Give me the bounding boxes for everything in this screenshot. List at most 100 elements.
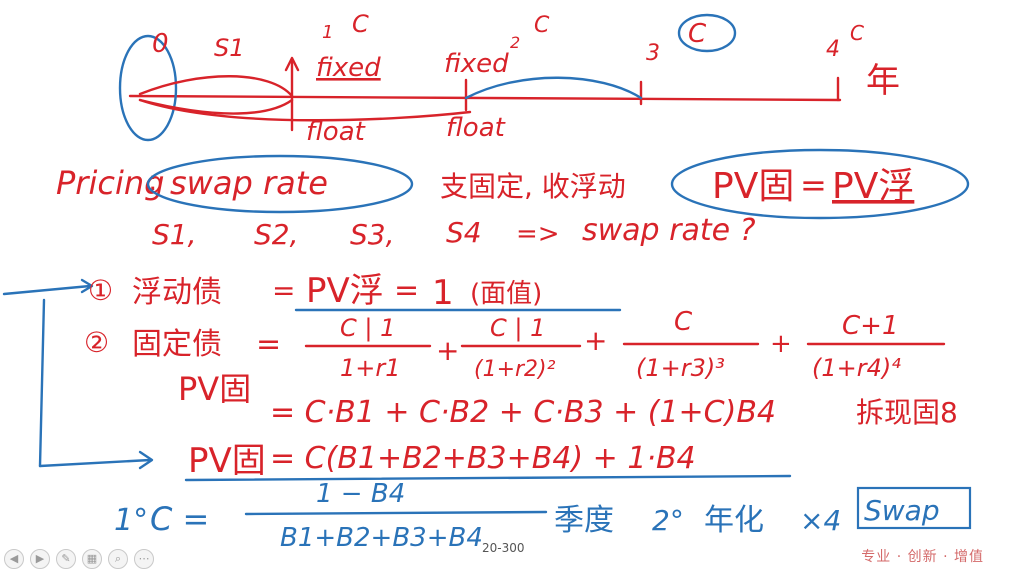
c1-label: C — [352, 10, 369, 38]
timeline: 0 S1 1 C fixed fixed 2 C 3 C 4 C 年 float… — [118, 10, 900, 147]
fixed2-label: fixed — [444, 49, 509, 79]
line4: PV固 = C(B1+B2+B3+B4) + 1·B4 — [184, 441, 792, 482]
pv-float-label: PV浮 — [832, 166, 914, 207]
t3-den: (1+r3)³ — [636, 354, 725, 382]
result-swap: Swap — [864, 494, 940, 527]
pricing-line: Pricing : swap rate 支固定, 收浮动 PV固 = PV浮 — [56, 148, 970, 220]
t1-num: C | 1 — [340, 314, 395, 342]
line2-label: 固定债 — [132, 327, 222, 362]
swap-box — [856, 486, 972, 530]
num4-label: 4 — [826, 37, 840, 62]
line3: = C·B1 + C·B2 + C·B3 + (1+C)B4 拆现固8 — [270, 395, 958, 430]
s1-item: S1, — [152, 218, 197, 251]
line4-pv: PV固 — [188, 441, 266, 481]
arc-2-3 — [464, 76, 643, 100]
result-bar — [244, 510, 548, 516]
fixed1-label: fixed — [316, 53, 381, 83]
line2-num: ② — [84, 326, 109, 359]
bracket-arrow-top — [2, 284, 92, 296]
s4-item: S4 — [446, 216, 482, 249]
circle-c3 — [677, 13, 737, 53]
result-numer: 1 − B4 — [316, 479, 405, 509]
result-line: 1° C = 1 − B4 B1+B2+B3+B4 季度 2° 年化 ×4 Sw… — [114, 479, 972, 553]
line1-pv: PV浮 — [306, 271, 384, 311]
pv-fixed-label: PV固 — [712, 166, 794, 207]
line1-eq: = — [272, 274, 295, 307]
line2-eq: = — [256, 327, 281, 362]
s1-arc-lower — [138, 98, 294, 115]
year-label: 年 — [866, 61, 900, 101]
line4-underline — [184, 474, 792, 482]
line1-num: ① — [88, 274, 113, 307]
c3-label: C — [688, 19, 707, 49]
t3-num: C — [674, 307, 693, 337]
line1-label: 浮动债 — [132, 275, 222, 310]
s2-item: S2, — [254, 218, 299, 251]
plus-2: + — [584, 324, 607, 357]
line2: ② 固定债 PV固 = C | 1 1+r1 + C | 1 (1+r2)² +… — [84, 307, 946, 408]
line1-note: (面值) — [470, 279, 542, 309]
t4-num: C+1 — [842, 311, 898, 341]
zoom-button[interactable]: ⌕ — [108, 549, 128, 569]
bracket-arrowhead-bottom — [138, 450, 154, 470]
t2-den: (1+r2)² — [474, 357, 556, 382]
result-denom: B1+B2+B3+B4 — [280, 523, 483, 553]
bracket-arrowhead-top — [80, 278, 94, 294]
line1-one: 1 — [432, 273, 454, 313]
question-text: swap rate ? — [582, 213, 756, 248]
bracket-arrow-bottom — [38, 458, 152, 468]
plus-3: + — [770, 329, 792, 359]
bracket-vertical — [38, 298, 46, 468]
t1-den: 1+r1 — [340, 354, 401, 382]
line3-text: = C·B1 + C·B2 + C·B3 + (1+C)B4 — [270, 395, 776, 430]
question-line: S1, S2, S3, S4 => swap rate ? — [152, 213, 756, 251]
float1-label: float — [306, 117, 366, 147]
float2-label: float — [446, 113, 506, 143]
c4-label: C — [850, 21, 864, 45]
swap-rate-ellipse — [146, 154, 414, 214]
c2-label: C — [534, 13, 550, 38]
swap-rate-label: swap rate — [170, 164, 328, 202]
presentation-toolbar: ◀ ▶ ✎ ▦ ⌕ ⋯ — [4, 548, 154, 570]
more-options-button[interactable]: ⋯ — [134, 549, 154, 569]
circle-point0 — [118, 34, 178, 142]
timeline-axis — [128, 94, 842, 102]
line3-note: 拆现固8 — [856, 396, 958, 429]
result-x4: ×4 — [800, 504, 841, 537]
plus-1: + — [436, 334, 459, 367]
pv-equals: = — [800, 166, 827, 204]
pv-equation-ellipse — [670, 148, 970, 220]
arrow-up-1 — [284, 56, 300, 72]
brand-slogan: 专业 · 创新 · 增值 — [861, 549, 984, 565]
prev-slide-button[interactable]: ◀ — [4, 549, 24, 569]
s1-arc — [138, 75, 294, 98]
line1-eq2: = — [394, 273, 419, 308]
float-arc — [138, 98, 472, 122]
bracket — [2, 278, 154, 470]
s3-item: S3, — [350, 218, 395, 251]
t2-num: C | 1 — [490, 314, 545, 342]
num2-label: 2 — [510, 33, 520, 52]
question-arrow: => — [516, 219, 560, 249]
next-slide-button[interactable]: ▶ — [30, 549, 50, 569]
result-season: 季度 — [554, 503, 614, 538]
result-c: C = — [150, 500, 209, 538]
num3-label: 3 — [646, 41, 660, 66]
line1: ① 浮动债 = PV浮 = 1 (面值) — [88, 271, 622, 313]
pricing-label: Pricing — [56, 164, 164, 202]
line4-text: = C(B1+B2+B3+B4) + 1·B4 — [270, 441, 696, 476]
line2-label2: PV固 — [178, 370, 251, 408]
result-two: 2° — [652, 504, 684, 537]
pricing-colon: : — [148, 164, 157, 197]
result-annualize: 年化 — [704, 503, 764, 538]
result-num: 1° — [114, 503, 148, 538]
num1-label: 1 — [322, 22, 333, 43]
s1-label: S1 — [214, 34, 245, 62]
t4-den: (1+r4)⁴ — [812, 354, 901, 382]
pay-receive-label: 支固定, 收浮动 — [440, 170, 626, 203]
point0-label: 0 — [152, 29, 169, 59]
page-number: 20-300 — [482, 541, 525, 555]
pen-tool-button[interactable]: ✎ — [56, 549, 76, 569]
slides-grid-button[interactable]: ▦ — [82, 549, 102, 569]
